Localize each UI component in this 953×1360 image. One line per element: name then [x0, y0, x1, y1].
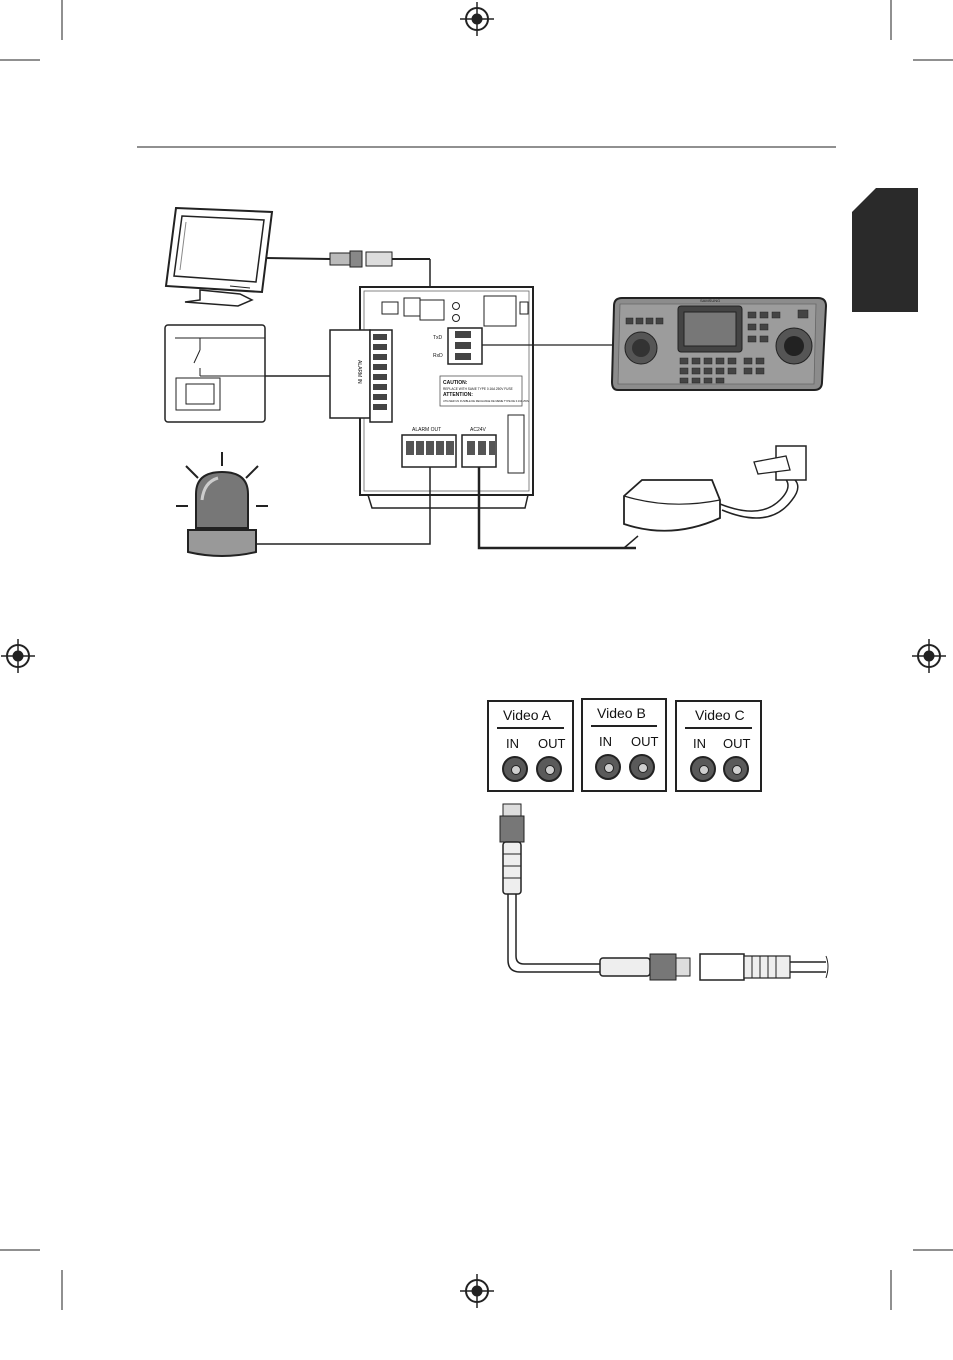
video-c-in-label: IN — [693, 736, 706, 751]
section-tab — [852, 188, 918, 312]
caution-text: REPLACE WITH SAME TYPE 0.16A 250V FUSE — [443, 387, 513, 391]
attention-label: ATTENTION: — [443, 392, 473, 398]
ac24v-label: AC24V — [470, 427, 487, 433]
receiver-board — [330, 287, 533, 508]
video-a-title: Video A — [503, 707, 551, 723]
alarm-in-label: ALARM IN — [356, 360, 362, 384]
video-b-out-jack[interactable] — [629, 754, 655, 780]
registration-mark-top — [460, 2, 494, 36]
video-a-in-jack[interactable] — [502, 756, 528, 782]
video-b-divider — [591, 725, 657, 727]
caution-label: CAUTION: — [443, 380, 468, 386]
attention-text: UTILISER UN FUSIBLE DE RECHANGE DE MEME … — [443, 399, 529, 403]
video-c-in-jack[interactable] — [690, 756, 716, 782]
registration-mark-bottom — [460, 1274, 494, 1308]
video-a-out-label: OUT — [538, 736, 565, 751]
sensor-icon — [165, 325, 265, 422]
txd-label: TxD — [433, 335, 443, 341]
controller-brand: SAMSUNG — [700, 298, 720, 303]
bnc-cable-icon — [500, 804, 828, 980]
power-adapter-icon — [624, 446, 806, 548]
alarm-out-label: ALARM OUT — [412, 427, 441, 433]
video-b-title: Video B — [597, 705, 646, 721]
video-a-in-label: IN — [506, 736, 519, 751]
video-b-panel: Video B IN OUT — [581, 698, 667, 792]
video-c-divider — [685, 727, 752, 729]
monitor-icon — [166, 208, 272, 306]
video-c-panel: Video C IN OUT — [675, 700, 762, 792]
registration-mark-right — [912, 639, 946, 673]
beacon-icon — [176, 452, 268, 556]
crop-marks — [0, 0, 953, 1310]
video-c-out-label: OUT — [723, 736, 750, 751]
video-a-panel: Video A IN OUT — [487, 700, 574, 792]
rxd-label: RxD — [433, 353, 443, 359]
video-c-title: Video C — [695, 707, 745, 723]
registration-mark-left — [1, 639, 35, 673]
video-c-out-jack[interactable] — [723, 756, 749, 782]
video-a-divider — [497, 727, 564, 729]
video-a-out-jack[interactable] — [536, 756, 562, 782]
video-b-out-label: OUT — [631, 734, 658, 749]
video-b-in-label: IN — [599, 734, 612, 749]
video-b-in-jack[interactable] — [595, 754, 621, 780]
controller-keyboard-icon — [612, 298, 826, 390]
